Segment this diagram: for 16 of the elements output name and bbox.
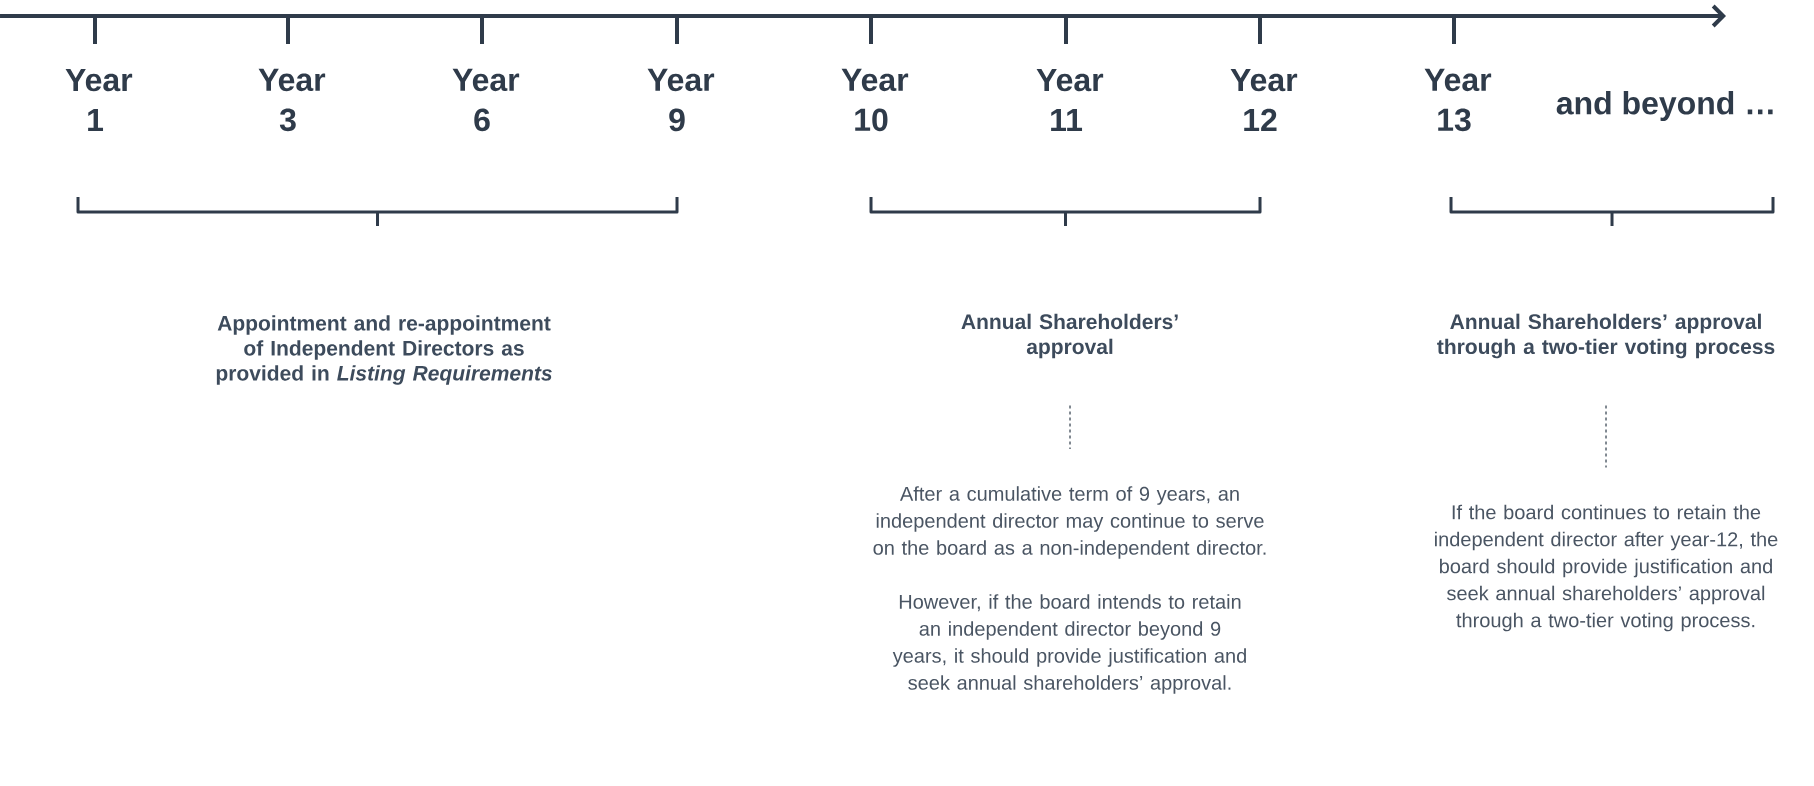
year-label: Year 1 [65, 69, 133, 131]
heading-text: Annual Shareholders’ approval through a two-tier voting process [1437, 313, 1775, 359]
year-label: Year 10 [841, 68, 909, 132]
heading-text: Appointment and re-appointment of Independent Directors as provided in Listing Requirements [216, 315, 552, 385]
year-label: Year 3 [258, 68, 326, 132]
year-label: Year 9 [647, 68, 715, 132]
heading-text: Annual Shareholders’ approval [961, 313, 1178, 359]
dashed-connector [1069, 404, 1071, 450]
year-label: Year 13 [1424, 68, 1492, 132]
timeline-end-label: and beyond … [1556, 91, 1773, 121]
year-label: Year 12 [1230, 69, 1298, 131]
body-text: After a cumulative term of 9 years, an independent director may continue to serve on the board as a non-independent director. However, if the board intends to retain an independent director beyond 9 years, it should provide justification and seek annual shareholders’ approval. [873, 486, 1266, 694]
year-label: Year 6 [452, 68, 520, 132]
year-label: Year 11 [1036, 69, 1104, 131]
dashed-connector [1605, 404, 1607, 469]
body-text: If the board continues to retain the independent director after year-12, the board should provide justification and seek annual shareholders’ approval through a two-tier voting process. [1435, 504, 1778, 632]
